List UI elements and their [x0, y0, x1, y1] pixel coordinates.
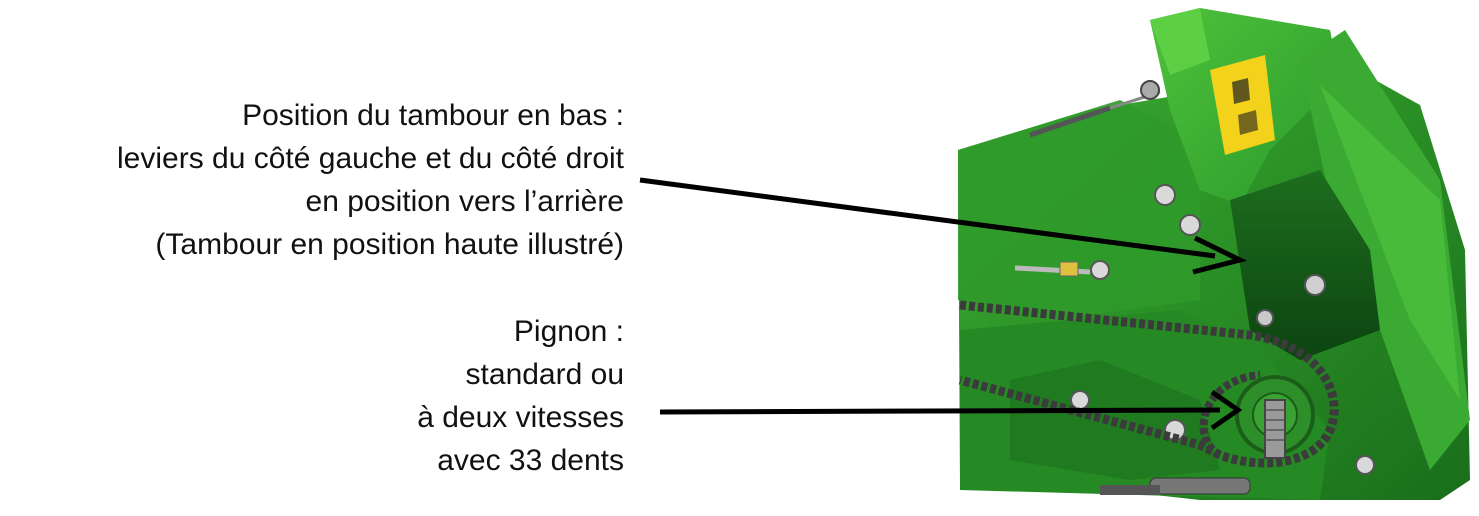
callout-arrow-pignon [659, 389, 1243, 431]
callout-pignon-line-4: avec 33 dents [437, 444, 624, 477]
callout-tambour-line-2: leviers du côté gauche et du côté droit [117, 142, 624, 175]
bolt-icon [1070, 184, 1375, 475]
callout-pignon-line-2: standard ou [465, 358, 624, 391]
callout-tambour-line-3: en position vers l’arrière [305, 185, 624, 218]
callout-pignon-line-1: Pignon : [513, 315, 624, 348]
machine-housing [958, 8, 1470, 500]
lever-rod [1014, 261, 1091, 277]
sprocket-icon [1235, 375, 1315, 459]
callout-arrow-tambour [639, 177, 1248, 275]
callout-tambour-line-1: Position du tambour en bas : [242, 99, 624, 132]
lower-shaft [1100, 477, 1251, 495]
callout-pignon-line-3: à deux vitesses [417, 401, 624, 434]
callout-tambour: Position du tambour en bas : leviers du … [117, 94, 624, 266]
tension-spring [1029, 80, 1161, 138]
warning-decal-icon [1210, 55, 1275, 155]
callout-pignon: Pignon : standard ou à deux vitesses ave… [417, 310, 624, 482]
callout-tambour-line-4: (Tambour en position haute illustré) [155, 228, 624, 261]
